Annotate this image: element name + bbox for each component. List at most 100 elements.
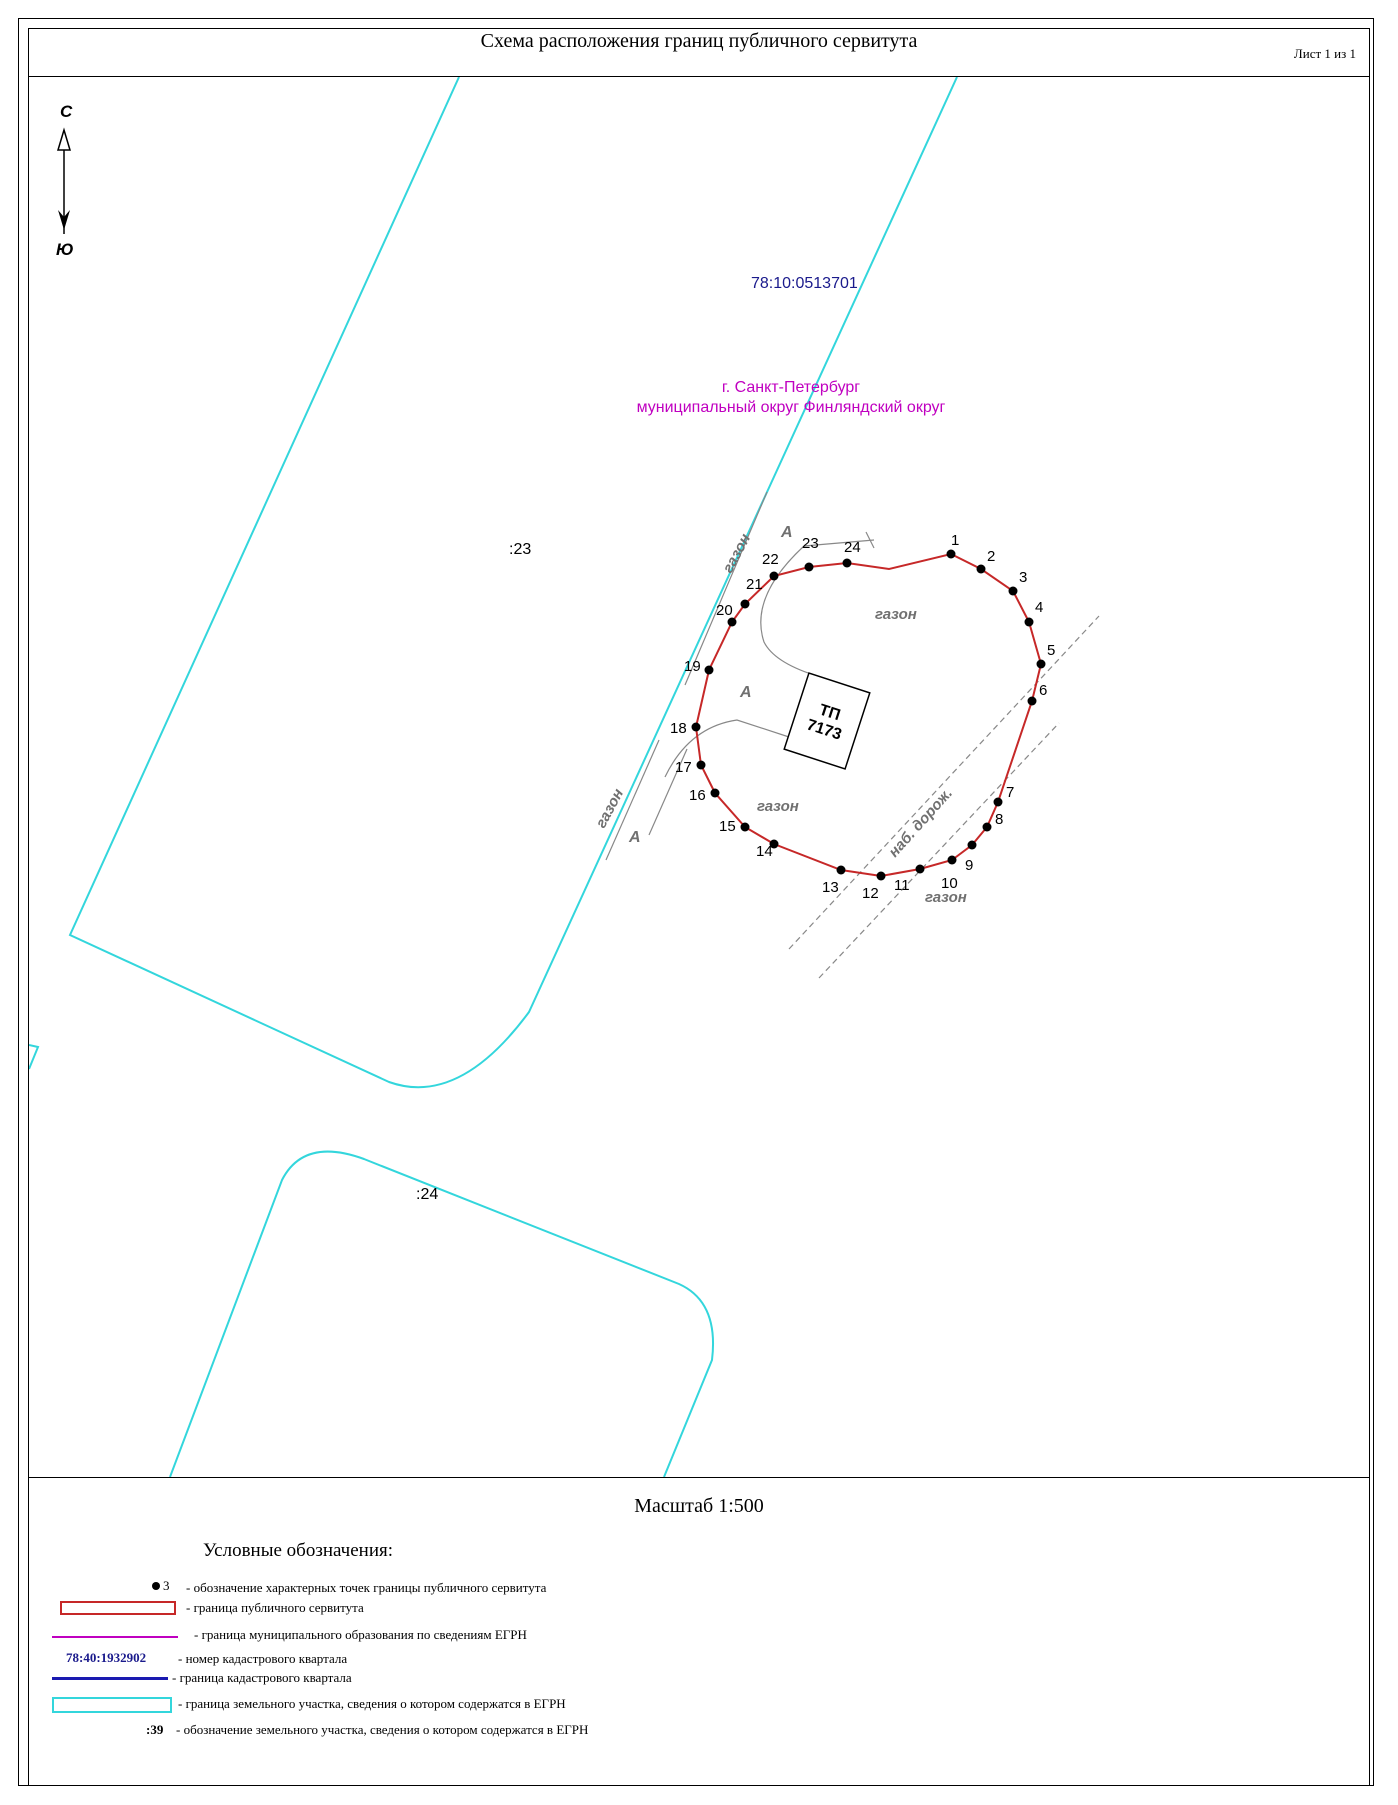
boundary-point-label-21: 21 — [746, 576, 763, 593]
legend-municipal-desc: - граница муниципального образования по … — [194, 1627, 527, 1642]
boundary-point-17 — [696, 760, 706, 770]
boundary-point-label-5: 5 — [1047, 642, 1055, 659]
legend-quarter-number-desc: - номер кадастрового квартала — [178, 1651, 348, 1666]
boundary-point-10 — [947, 855, 957, 865]
boundary-point-2 — [976, 564, 986, 574]
legend-title: Условные обозначения: — [203, 1540, 394, 1561]
scale-label: Масштаб 1:500 — [634, 1495, 764, 1517]
boundary-point-label-16: 16 — [689, 787, 706, 804]
boundary-point-label-17: 17 — [675, 759, 692, 776]
boundary-point-15 — [740, 822, 750, 832]
boundary-point-label-10: 10 — [941, 875, 958, 892]
south-label: Ю — [56, 240, 74, 259]
boundary-point-22 — [769, 571, 779, 581]
municipality-line2: муниципальный округ Финляндский округ — [637, 399, 946, 416]
boundary-point-label-11: 11 — [894, 877, 910, 894]
boundary-point-label-7: 7 — [1006, 784, 1014, 801]
parcel-24-boundary — [169, 1150, 714, 1477]
legend-quarter-boundary-symbol — [52, 1677, 168, 1680]
legend-parcel-code-sample: :39 — [146, 1722, 164, 1737]
boundary-point-label-19: 19 — [684, 658, 701, 675]
boundary-point-label-8: 8 — [995, 811, 1003, 828]
asphalt-label-left: А — [628, 829, 641, 846]
legend-municipal-symbol — [52, 1636, 178, 1638]
servitude-boundary — [694, 552, 1043, 878]
boundary-point-9 — [967, 840, 977, 850]
road-line-top-tick — [865, 531, 875, 549]
header-divider — [28, 76, 1370, 77]
parcel-edge-fragment — [29, 1044, 40, 1070]
parcel-23-boundary — [68, 77, 958, 1089]
boundary-point-3 — [1008, 586, 1018, 596]
legend-point-symbol — [152, 1582, 160, 1590]
sheet-number: Лист 1 из 1 — [1293, 46, 1356, 61]
legend-point-desc: - обозначение характерных точек границы … — [186, 1580, 547, 1595]
legend-point-sample: 3 — [163, 1578, 170, 1593]
map-bottom-divider — [28, 1477, 1370, 1478]
north-label: С — [60, 102, 73, 121]
boundary-point-label-12: 12 — [862, 885, 879, 902]
boundary-point-14 — [769, 839, 779, 849]
substation-line1: ТП — [817, 702, 842, 725]
boundary-point-label-14: 14 — [756, 843, 773, 860]
boundary-point-label-1: 1 — [951, 532, 959, 549]
boundary-point-24 — [842, 558, 852, 568]
boundary-point-label-2: 2 — [987, 548, 995, 565]
inner-frame — [28, 28, 1370, 1786]
boundary-point-label-20: 20 — [716, 602, 733, 619]
boundary-point-label-9: 9 — [965, 857, 973, 874]
boundary-point-label-15: 15 — [719, 818, 736, 835]
map-canvas: С Ю 78:10:0513701 г. Санкт-Петербург мун… — [29, 77, 1100, 1477]
boundary-point-6 — [1027, 696, 1037, 706]
boundary-point-18 — [691, 722, 701, 732]
road-line-top — [803, 539, 875, 547]
boundary-point-7 — [993, 797, 1003, 807]
legend-quarter-number-sample: 78:40:1932902 — [66, 1650, 147, 1665]
boundary-point-16 — [710, 788, 720, 798]
boundary-point-label-22: 22 — [762, 551, 779, 568]
asphalt-label-center: А — [739, 684, 752, 701]
boundary-point-label-13: 13 — [822, 879, 839, 896]
legend-servitude-desc: - граница публичного сервитута — [186, 1600, 364, 1615]
lawn-label-right: газон — [925, 889, 967, 906]
boundary-point-19 — [704, 665, 714, 675]
curb-line-upper — [684, 491, 768, 686]
boundary-point-20 — [727, 617, 737, 627]
boundary-point-label-6: 6 — [1039, 682, 1047, 699]
quarter-number: 78:10:0513701 — [751, 275, 858, 292]
curb-line-lower — [605, 739, 660, 861]
boundary-point-5 — [1036, 659, 1046, 669]
boundary-point-12 — [876, 871, 886, 881]
lawn-label-nw: газон — [720, 531, 755, 576]
road-line-upper — [760, 545, 815, 676]
municipality-line1: г. Санкт-Петербург — [722, 379, 860, 396]
boundary-point-23 — [804, 562, 814, 572]
boundary-point-label-18: 18 — [670, 720, 687, 737]
legend-parcel-boundary-desc: - граница земельного участка, сведения о… — [178, 1696, 566, 1711]
embankment-line-b — [818, 722, 1060, 979]
legend-quarter-boundary-desc: - граница кадастрового квартала — [172, 1670, 352, 1685]
substation-tp-7173: ТП 7173 — [783, 672, 871, 770]
boundary-point-8 — [982, 822, 992, 832]
boundary-point-13 — [836, 865, 846, 875]
lawn-label-top: газон — [875, 606, 917, 623]
boundary-point-label-3: 3 — [1019, 569, 1027, 586]
boundary-point-1 — [946, 549, 956, 559]
boundary-point-label-24: 24 — [844, 539, 861, 556]
legend-servitude-symbol — [60, 1601, 176, 1615]
boundary-point-11 — [915, 864, 925, 874]
road-line-lower — [664, 719, 790, 778]
boundary-point-label-23: 23 — [802, 535, 819, 552]
legend-parcel-code-desc: - обозначение земельного участка, сведен… — [176, 1722, 589, 1737]
parcel-24-label: :24 — [416, 1186, 438, 1203]
lawn-label-bottom: газон — [757, 798, 799, 815]
page-title: Схема расположения границ публичного сер… — [480, 30, 918, 52]
embankment-label: наб. дорож. — [885, 785, 956, 861]
north-arrow: С Ю — [56, 102, 74, 259]
parcel-23-label: :23 — [509, 541, 531, 558]
legend-parcel-boundary-symbol — [52, 1697, 172, 1713]
boundary-point-label-4: 4 — [1035, 599, 1043, 616]
boundary-point-4 — [1024, 617, 1034, 627]
embankment-line-a — [788, 615, 1100, 950]
